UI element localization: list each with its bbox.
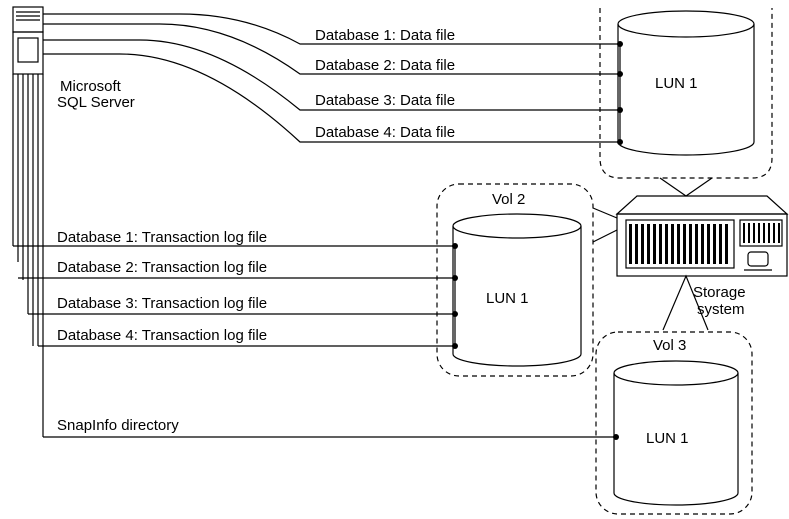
sql-server-icon [12,6,44,437]
log-file-label-4: Database 4: Transaction log file [57,327,267,344]
log-file-junction-1 [452,243,458,249]
data-file-junction-3 [617,107,623,113]
data-file-junction-4 [617,139,623,145]
snapinfo-junction [613,434,619,440]
volume-3-border [595,331,753,515]
data-file-connector-3 [43,39,620,111]
log-file-label-3: Database 3: Transaction log file [57,295,267,312]
volume-1-border [599,8,773,179]
data-file-label-2: Database 2: Data file [315,57,455,74]
data-file-connector-2 [43,23,620,75]
storage-to-vol2-link [592,207,618,243]
lun-cylinder-vol1 [617,10,755,156]
storage-label-line2: system [697,301,745,318]
storage-to-vol3-link [662,274,709,331]
storage-label-line1: Storage [693,284,746,301]
data-file-connector-1 [43,13,620,45]
volume-3-label: Vol 3 [653,337,686,354]
data-file-junction-1 [617,41,623,47]
log-file-label-2: Database 2: Transaction log file [57,259,267,276]
lun-label-vol2: LUN 1 [486,290,529,307]
log-file-junction-2 [452,275,458,281]
log-file-junction-3 [452,311,458,317]
data-file-label-4: Database 4: Data file [315,124,455,141]
lun-cylinder-vol3 [613,360,739,506]
data-file-connector-4 [43,53,620,143]
volume-2-border [436,183,594,377]
server-label-line2: SQL Server [57,94,135,111]
data-file-label-3: Database 3: Data file [315,92,455,109]
storage-system-icon [615,195,789,277]
lun-label-vol1: LUN 1 [655,75,698,92]
lun-cylinder-vol2 [452,213,582,367]
log-file-junction-4 [452,343,458,349]
data-file-label-1: Database 1: Data file [315,27,455,44]
snapinfo-label: SnapInfo directory [57,417,179,434]
lun-label-vol3: LUN 1 [646,430,689,447]
data-file-junction-2 [617,71,623,77]
volume-2-label: Vol 2 [492,191,525,208]
log-file-label-1: Database 1: Transaction log file [57,229,267,246]
server-label-line1: Microsoft [60,78,122,95]
storage-to-vol1-link [659,177,713,197]
